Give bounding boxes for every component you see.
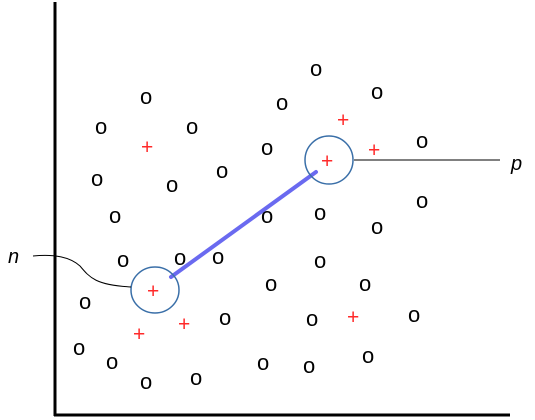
- circle-point: o: [371, 79, 383, 104]
- circle-point: o: [140, 84, 152, 109]
- connector-line: [169, 170, 318, 279]
- cross-point: +: [337, 109, 349, 132]
- cross-point: +: [147, 280, 159, 303]
- circle-point: o: [140, 369, 152, 394]
- circle-point: o: [261, 135, 273, 160]
- circle-point: o: [73, 335, 85, 360]
- circle-point: o: [314, 200, 326, 225]
- cross-point: +: [321, 150, 333, 173]
- cross-point: +: [347, 306, 359, 329]
- label-p: p: [510, 153, 522, 175]
- label-n: n: [8, 246, 19, 268]
- cross-points: + + + + + +: [133, 109, 380, 346]
- circle-point: o: [362, 343, 374, 368]
- highlight-point-p: +: [304, 135, 354, 185]
- circle-point: o: [265, 271, 277, 296]
- cross-point: +: [368, 139, 380, 162]
- circle-point: o: [109, 203, 121, 228]
- cross-point: +: [141, 136, 153, 159]
- circle-point: o: [79, 289, 91, 314]
- circle-point: o: [190, 365, 202, 390]
- callout-line-n: [32, 254, 132, 288]
- circle-point: o: [216, 158, 228, 183]
- circle-point: o: [276, 90, 288, 115]
- circle-point: o: [303, 353, 315, 378]
- circle-point: o: [257, 350, 269, 375]
- circle-point: o: [166, 172, 178, 197]
- circle-point: o: [359, 271, 371, 296]
- circle-point: o: [310, 56, 322, 81]
- circle-point: o: [91, 166, 103, 191]
- circle-point: o: [408, 302, 420, 327]
- highlight-point-n: +: [130, 266, 180, 314]
- cross-point: +: [133, 323, 145, 346]
- circle-point: o: [314, 248, 326, 273]
- circle-points: o o o o o o o o o o o o o o o o o o o o …: [73, 56, 428, 394]
- circle-point: o: [306, 306, 318, 331]
- highlight-ring-n: [130, 266, 180, 314]
- circle-point: o: [371, 214, 383, 239]
- highlight-ring-p: [304, 135, 354, 185]
- circle-point: o: [174, 245, 186, 270]
- circle-point: o: [219, 305, 231, 330]
- circle-point: o: [416, 188, 428, 213]
- circle-point: o: [95, 114, 107, 139]
- circle-point: o: [212, 244, 224, 269]
- circle-point: o: [416, 128, 428, 153]
- circle-point: o: [106, 349, 118, 374]
- circle-point: o: [117, 247, 129, 272]
- circle-point: o: [186, 114, 198, 139]
- cross-point: +: [178, 313, 190, 336]
